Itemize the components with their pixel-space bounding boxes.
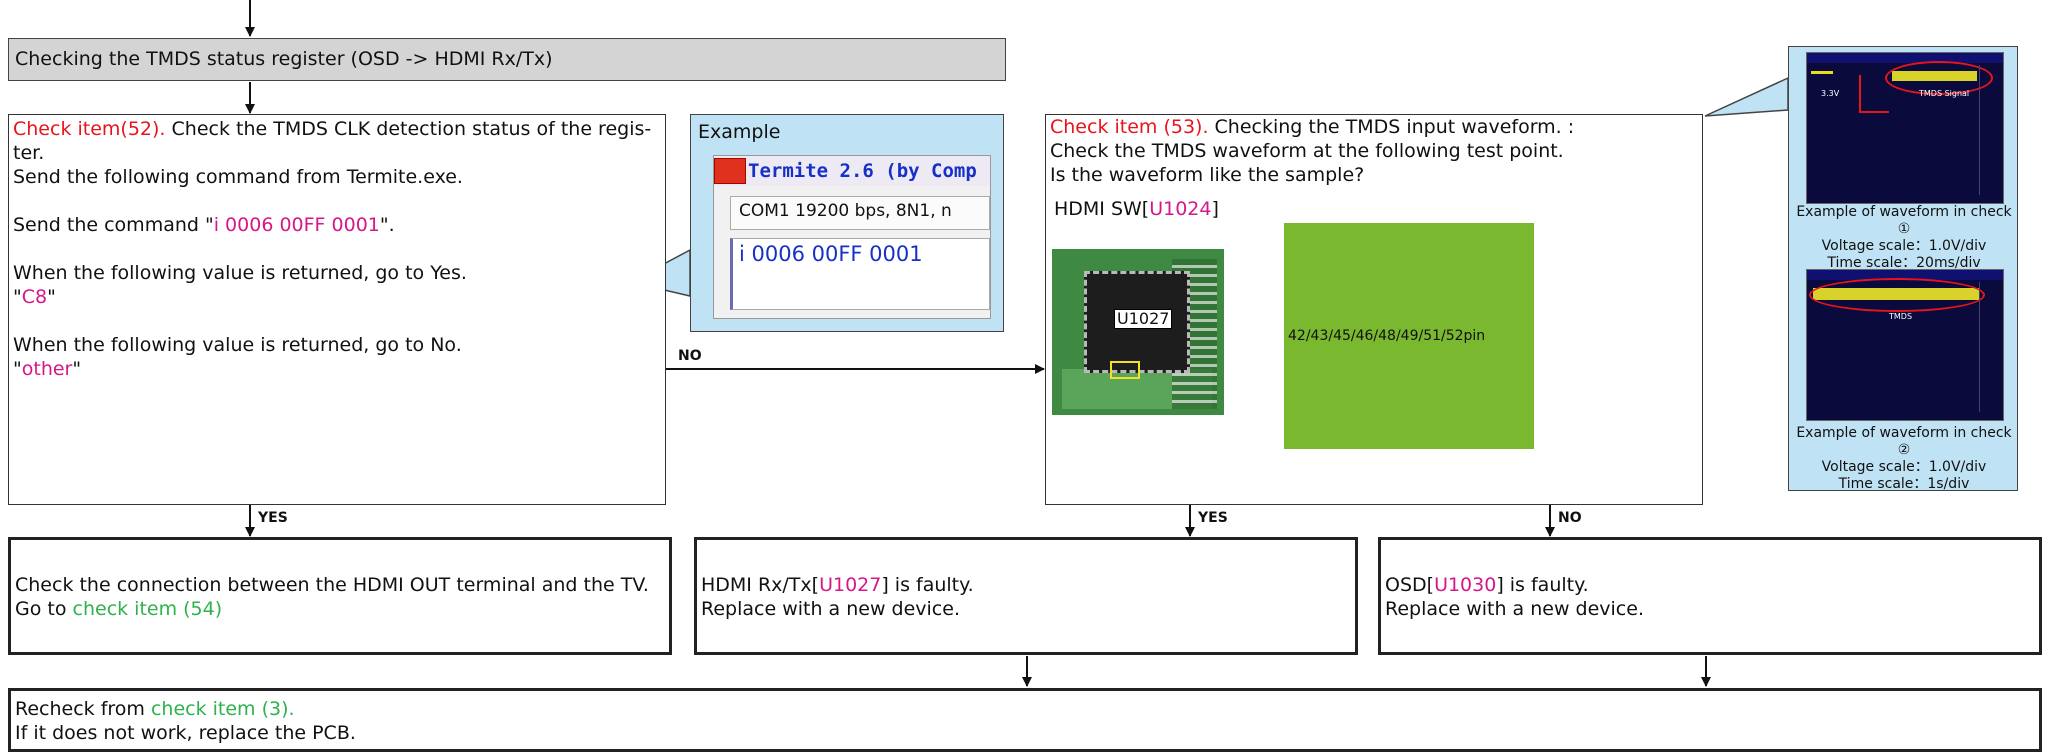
scope2-highlight-ellipse bbox=[1809, 278, 1985, 312]
result-tv-line1: Check the connection between the HDMI OU… bbox=[15, 574, 649, 596]
recheck-line2: If it does not work, replace the PCB. bbox=[15, 722, 356, 744]
termite-port-text: COM1 19200 bps, 8N1, n bbox=[739, 201, 952, 221]
waveform-1-voltage: Voltage scale：1.0V/div bbox=[1821, 238, 1987, 254]
check-item-52-box: Check item(52). Check the TMDS CLK detec… bbox=[8, 114, 666, 505]
rxtx-part: U1027 bbox=[819, 574, 882, 596]
hdmi-sw-pre: HDMI SW[ bbox=[1054, 198, 1150, 220]
osd-line2: Replace with a new device. bbox=[1385, 598, 1644, 620]
header-label: Checking the TMDS status register (OSD -… bbox=[15, 48, 553, 70]
scope1-signal-label: TMDS Signal bbox=[1919, 89, 1970, 98]
oscilloscope-screen-1: TMDS Signal 3.3V bbox=[1806, 52, 2004, 204]
oscilloscope-screen-2: TMDS bbox=[1806, 269, 2004, 421]
item52-yes-label: YES bbox=[258, 510, 288, 526]
item52-no-label: NO bbox=[678, 348, 702, 364]
no-quote-open: " bbox=[13, 358, 22, 380]
hdmi-sw-part: U1024 bbox=[1149, 198, 1212, 220]
scope1-baseline bbox=[1811, 71, 1833, 74]
check-item-52-title: Check the TMDS CLK detection status of t… bbox=[165, 118, 652, 140]
termite-input-area[interactable]: i 0006 00FF 0001 bbox=[730, 238, 990, 310]
yes-condition: When the following value is returned, go… bbox=[13, 262, 467, 284]
hdmi-sw-post: ] bbox=[1211, 198, 1219, 220]
test-point-highlight bbox=[1110, 361, 1140, 379]
test-pin-label: 42/43/45/46/48/49/51/52pin bbox=[1288, 328, 1486, 344]
item53-yes-label: YES bbox=[1198, 510, 1228, 526]
check-item-53-prefix: Check item (53). bbox=[1050, 116, 1209, 138]
recheck-pre: Recheck from bbox=[15, 698, 151, 720]
waveform-1-time: Time scale：20ms/div bbox=[1827, 255, 1981, 271]
result-check-tv-connection: Check the connection between the HDMI OU… bbox=[8, 537, 672, 655]
example-callout: Example Termite 2.6 (by Comp COM1 19200 … bbox=[690, 114, 1004, 332]
command-value: i 0006 00FF 0001 bbox=[213, 214, 380, 236]
waveform-1-caption: Example of waveform in check ① Voltage s… bbox=[1789, 204, 2019, 272]
osd-post: ] is faulty. bbox=[1496, 574, 1589, 596]
check-item-52-title-cont: ter. bbox=[13, 142, 45, 164]
scope1-level-arrow bbox=[1859, 111, 1889, 113]
command-post: ". bbox=[379, 214, 395, 236]
waveform-1-caption-title: Example of waveform in check ① bbox=[1796, 204, 2012, 237]
check-item-53-box: Check item (53). Checking the TMDS input… bbox=[1045, 114, 1703, 505]
u1027-chip-label: U1027 bbox=[1114, 309, 1173, 329]
pcb-photo: U1027 bbox=[1052, 249, 1224, 415]
tmds-status-header: Checking the TMDS status register (OSD -… bbox=[8, 38, 1006, 81]
waveform-2-voltage: Voltage scale：1.0V/div bbox=[1821, 459, 1987, 475]
termite-app-title: Termite 2.6 (by Comp bbox=[748, 160, 977, 182]
waveform-2-time: Time scale：1s/div bbox=[1838, 476, 1970, 492]
check-item-53-line2: Check the TMDS waveform at the following… bbox=[1050, 140, 1564, 162]
yes-quote-open: " bbox=[13, 286, 22, 308]
link-check-item-54[interactable]: check item (54) bbox=[72, 598, 223, 620]
waveform-callout-tail bbox=[1704, 76, 1789, 117]
termite-titlebar: Termite 2.6 (by Comp bbox=[714, 156, 990, 186]
recheck-box: Recheck from check item (3). If it does … bbox=[8, 688, 2042, 752]
example-title: Example bbox=[698, 121, 781, 143]
scope2-side-panel bbox=[1979, 282, 2002, 412]
waveform-2-caption-title: Example of waveform in check ② bbox=[1796, 425, 2012, 458]
scope1-level-marker bbox=[1859, 75, 1861, 113]
termite-input-text: i 0006 00FF 0001 bbox=[739, 242, 923, 266]
no-condition: When the following value is returned, go… bbox=[13, 334, 462, 356]
rxtx-line2: Replace with a new device. bbox=[701, 598, 960, 620]
scope1-highlight-ellipse bbox=[1885, 61, 1993, 95]
scope1-level-label: 3.3V bbox=[1821, 89, 1840, 98]
check-item-53-title: Checking the TMDS input waveform. : bbox=[1208, 116, 1575, 138]
scope2-signal-label: TMDS bbox=[1889, 312, 1913, 321]
send-instruction: Send the following command from Termite.… bbox=[13, 166, 463, 188]
command-pre: Send the command " bbox=[13, 214, 214, 236]
result-osd-faulty: OSD[U1030] is faulty. Replace with a new… bbox=[1378, 537, 2042, 655]
termite-app-icon bbox=[714, 158, 746, 184]
result-hdmi-rxtx-faulty: HDMI Rx/Tx[U1027] is faulty. Replace wit… bbox=[694, 537, 1358, 655]
termite-port-status: COM1 19200 bps, 8N1, n bbox=[730, 196, 990, 230]
item53-no-label: NO bbox=[1558, 510, 1582, 526]
scope1-side-panel bbox=[1979, 65, 2002, 195]
rxtx-post: ] is faulty. bbox=[881, 574, 974, 596]
termite-window: Termite 2.6 (by Comp COM1 19200 bps, 8N1… bbox=[713, 155, 991, 319]
rxtx-pre: HDMI Rx/Tx[ bbox=[701, 574, 820, 596]
no-value: other bbox=[21, 358, 73, 380]
yes-value: C8 bbox=[21, 286, 48, 308]
no-quote-close: " bbox=[72, 358, 82, 380]
test-pin-box: 42/43/45/46/48/49/51/52pin bbox=[1284, 223, 1534, 449]
waveform-2-caption: Example of waveform in check ② Voltage s… bbox=[1789, 425, 2019, 493]
osd-pre: OSD[ bbox=[1385, 574, 1435, 596]
scope2-header bbox=[1807, 270, 2003, 280]
osd-part: U1030 bbox=[1434, 574, 1497, 596]
waveform-callout: TMDS Signal 3.3V Example of waveform in … bbox=[1788, 46, 2019, 493]
result-tv-line2-pre: Go to bbox=[15, 598, 73, 620]
yes-quote-close: " bbox=[47, 286, 56, 308]
scope1-header bbox=[1807, 53, 2003, 63]
link-check-item-3[interactable]: check item (3). bbox=[150, 698, 295, 720]
check-item-52-prefix: Check item(52). bbox=[13, 118, 166, 140]
check-item-53-line3: Is the waveform like the sample? bbox=[1050, 164, 1365, 186]
